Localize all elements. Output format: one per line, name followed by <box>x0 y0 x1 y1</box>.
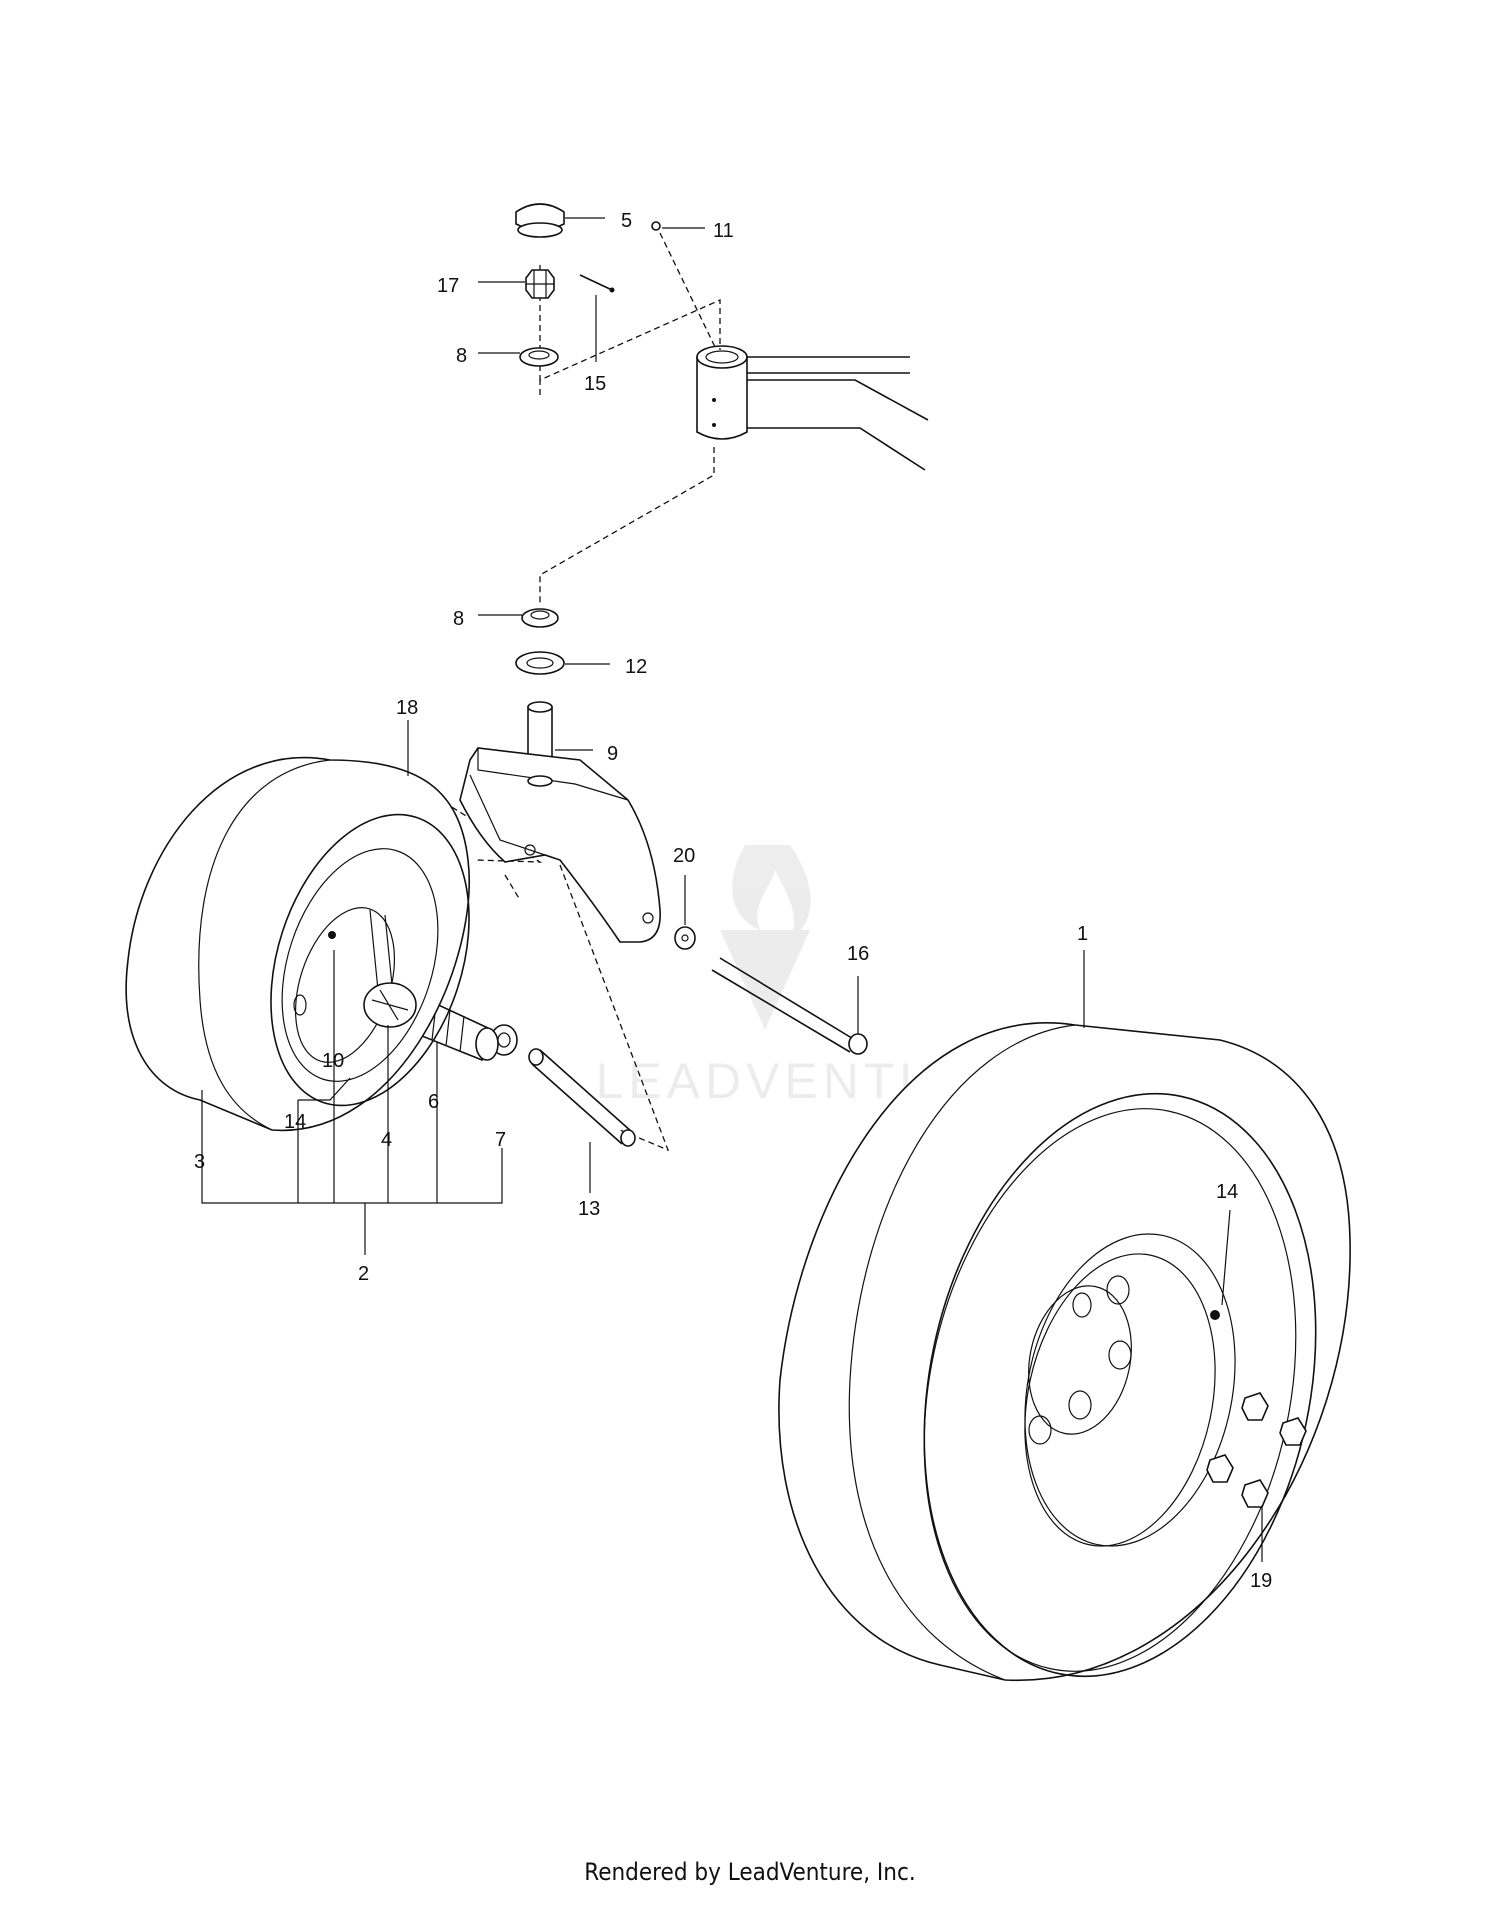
callout-1: 1 <box>1077 923 1088 945</box>
callout-12: 12 <box>625 656 647 678</box>
bearing-upper <box>519 347 559 367</box>
washer-20 <box>674 926 696 950</box>
cotter-pin <box>579 274 613 291</box>
callout-6: 6 <box>428 1091 439 1113</box>
seal <box>515 651 565 675</box>
callout-15: 15 <box>584 373 606 395</box>
callout-8-lower: 8 <box>453 608 464 630</box>
callout-17: 17 <box>437 275 459 297</box>
callout-14-right: 14 <box>1216 1181 1238 1203</box>
spacer-tube-13 <box>528 1048 636 1147</box>
callout-18: 18 <box>396 697 418 719</box>
callout-10: 10 <box>322 1050 344 1072</box>
frame-tube <box>696 345 929 471</box>
callout-4: 4 <box>381 1129 392 1151</box>
dust-cap <box>515 203 565 238</box>
callout-16: 16 <box>847 943 869 965</box>
callout-5: 5 <box>621 210 632 232</box>
caster-wheel-assembly <box>125 757 470 1131</box>
callout-2: 2 <box>358 1263 369 1285</box>
callout-13: 13 <box>578 1198 600 1220</box>
callout-8-upper: 8 <box>456 345 467 367</box>
caster-yoke <box>459 701 661 943</box>
leader-lines <box>201 217 1263 1562</box>
footer-credit: Rendered by LeadVenture, Inc. <box>584 1858 916 1886</box>
rear-wheel <box>778 1022 1351 1681</box>
callout-3: 3 <box>194 1151 205 1173</box>
callout-9: 9 <box>607 743 618 765</box>
callout-14-left: 14 <box>284 1111 306 1133</box>
callout-7: 7 <box>495 1129 506 1151</box>
callout-19: 19 <box>1250 1570 1272 1592</box>
grease-fitting <box>651 221 661 231</box>
bearing-lower <box>521 608 559 628</box>
callout-20: 20 <box>673 845 695 867</box>
callout-11: 11 <box>713 220 734 242</box>
watermark-logo <box>720 845 811 1030</box>
castle-nut <box>525 269 555 299</box>
